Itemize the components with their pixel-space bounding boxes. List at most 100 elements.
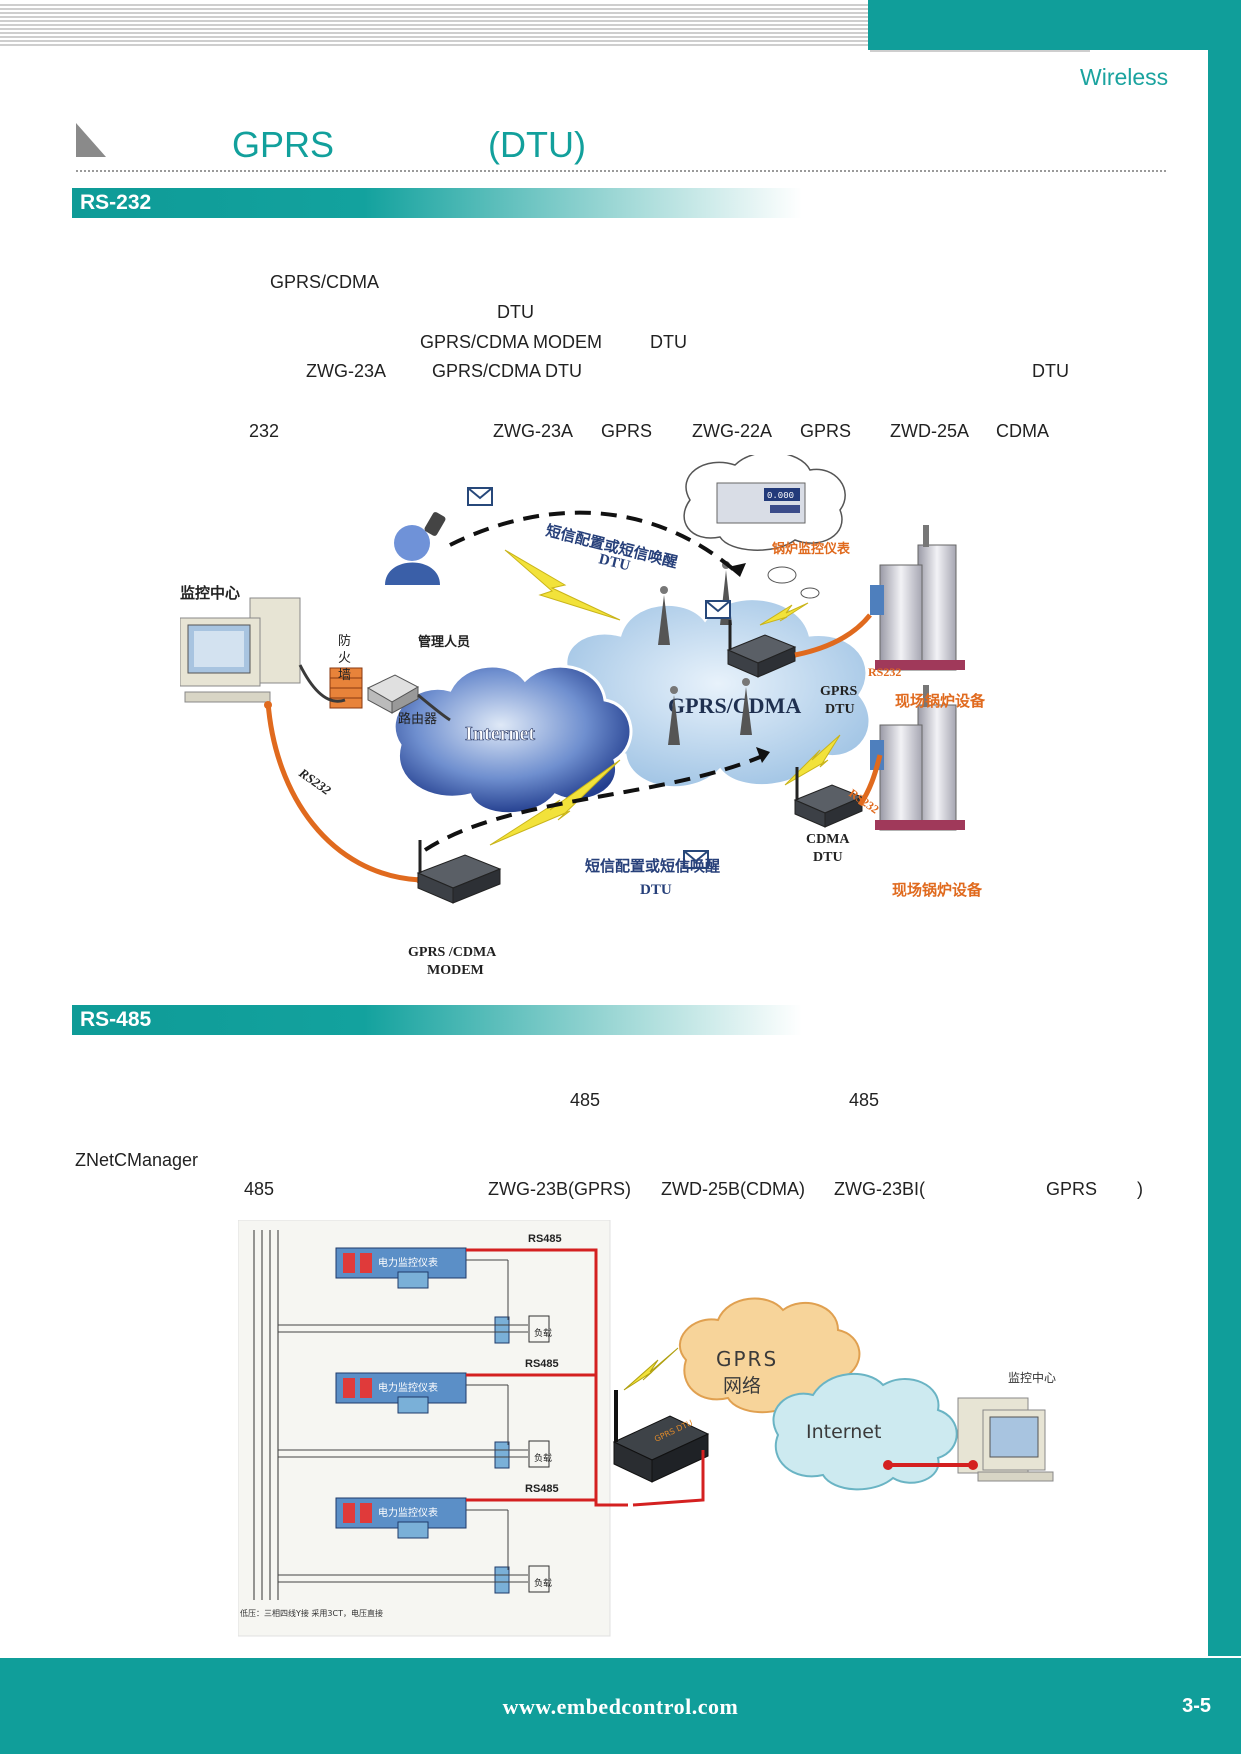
text-fragment: 485 [849, 1090, 880, 1110]
rs232-cable [794, 613, 872, 658]
cloud-label: GPRS/CDMA [668, 693, 801, 718]
text-fragment: DTU [497, 302, 534, 322]
section-heading-text: RS-232 [80, 191, 152, 214]
rs232-label: RS232 [295, 765, 334, 798]
text-fragment: GPRS/CDMA [270, 272, 380, 292]
text-fragment: ZWG-23BI( [834, 1179, 926, 1199]
rs485-label: RS485 [528, 1233, 562, 1245]
lan-cable [417, 693, 451, 722]
text-fragment: ZWG-23A [493, 421, 574, 441]
title-divider [76, 170, 1166, 172]
internet-cloud: Internet [392, 664, 633, 816]
text-fragment: DTU [650, 332, 687, 352]
cdma-dtu-label-2: DTU [813, 850, 843, 865]
gprs-dtu-device-icon: GPRS DTU [612, 1390, 710, 1483]
gprs-dtu-label-1: GPRS [820, 684, 858, 699]
title-marker-icon [76, 123, 106, 157]
modem-label-1: GPRS /CDMA [408, 945, 497, 960]
modem-label-2: MODEM [427, 963, 484, 978]
boiler-label: 现场锅炉设备 [895, 692, 986, 710]
page-title-part1: GPRS [232, 124, 335, 165]
right-side-bar [1208, 50, 1241, 1656]
page-title-part2: (DTU) [488, 124, 586, 165]
header-teal-block [868, 0, 1241, 50]
meter-label: 电力监控仪表 [378, 1256, 438, 1269]
section-heading-rs485: RS-485 [72, 1005, 802, 1035]
lightning-icon [623, 1347, 679, 1391]
page-number: 3-5 [1182, 1695, 1211, 1717]
text-fragment: ZWG-23A [306, 361, 387, 381]
computer-icon [180, 597, 301, 703]
rs485-bus [466, 1248, 628, 1507]
admin-person-icon [385, 512, 446, 585]
gprs-cdma-cloud: GPRS/CDMA [564, 597, 872, 790]
wiring-footnote: 低压：三相四线Y接 采用3CT，电压直接 [240, 1608, 383, 1618]
sms-path-top [449, 510, 742, 577]
monitor-center-label: 监控中心 [1008, 1370, 1056, 1385]
rs485-label: RS485 [525, 1483, 559, 1495]
text-fragment: GPRS [601, 421, 653, 441]
text-fragment: CDMA [996, 421, 1049, 441]
text-fragment: DTU [1032, 361, 1069, 381]
text-fragment: 485 [244, 1179, 275, 1199]
modem-device-icon [416, 840, 502, 904]
load-label: 负载 [534, 1452, 552, 1464]
monitor-center-label: 监控中心 [180, 584, 240, 602]
meter-label: 电力监控仪表 [378, 1381, 438, 1394]
cdma-dtu-device-icon [793, 767, 864, 828]
sms-label-bottom-dtu: DTU [640, 882, 672, 898]
text-fragment: ZWD-25B(CDMA) [661, 1179, 805, 1199]
load-label: 负载 [534, 1327, 552, 1339]
rs485-network-diagram: 电力监控仪表 负载 电力监控仪表 负载 电力监控仪表 负载 [238, 1220, 1056, 1637]
gprs-dtu-device-icon [726, 620, 797, 678]
lightning-icon [489, 549, 841, 846]
thought-cloud: 0.000 [683, 455, 846, 599]
lan-cable [298, 664, 346, 703]
sms-label-bottom: 短信配置或短信唤醒 [585, 857, 720, 875]
text-fragment: ) [1137, 1179, 1143, 1199]
section-heading-text: RS-485 [80, 1008, 152, 1031]
computer-icon [957, 1397, 1054, 1482]
text-fragment: GPRS/CDMA DTU [432, 361, 583, 381]
gprs-network-cloud: GPRS 网络 [679, 1297, 861, 1414]
power-meter-block: 电力监控仪表 负载 [335, 1247, 552, 1344]
admin-label: 管理人员 [418, 634, 470, 649]
rs485-bus [632, 1450, 705, 1507]
boiler-equipment-icon [870, 525, 965, 671]
cdma-dtu-label-1: CDMA [806, 832, 850, 847]
header-stripes [0, 4, 870, 46]
power-meter-block: 电力监控仪表 负载 [335, 1372, 552, 1469]
meter-label: 电力监控仪表 [378, 1506, 438, 1519]
router-icon [366, 674, 420, 714]
text-fragment: GPRS [800, 421, 852, 441]
footer-bar: www.embedcontrol.com 3-5 [0, 1658, 1241, 1754]
internet-label: Internet [806, 1421, 881, 1443]
section-heading-rs232: RS-232 [72, 188, 802, 218]
text-fragment: 232 [249, 421, 280, 441]
sms-path-bottom [423, 753, 766, 852]
internet-cloud: Internet [772, 1372, 958, 1491]
router-label: 路由器 [398, 711, 437, 726]
load-label: 负载 [534, 1577, 552, 1589]
internet-label: Internet [465, 723, 535, 745]
gprs-label: GPRS [716, 1347, 778, 1371]
power-meter-block: 电力监控仪表 负载 [335, 1497, 552, 1594]
network-label: 网络 [723, 1375, 761, 1397]
text-fragment: ZWD-25A [890, 421, 970, 441]
text-fragment: 485 [570, 1090, 601, 1110]
sms-label-top-dtu: DTU [597, 551, 632, 574]
gprs-dtu-label-2: DTU [825, 702, 855, 717]
text-fragment: ZNetCManager [75, 1150, 199, 1170]
header-rule [870, 50, 1090, 52]
text-fragment: ZWG-23B(GPRS) [488, 1179, 632, 1199]
text-fragment: GPRS/CDMA MODEM [420, 332, 603, 352]
rs232-cable [265, 701, 421, 883]
boiler-label: 现场锅炉设备 [892, 881, 983, 899]
rs232-label: RS232 [868, 665, 901, 679]
text-fragment: GPRS [1046, 1179, 1098, 1199]
meter-reading: 0.000 [767, 491, 794, 501]
boiler-equipment-icon [870, 685, 965, 831]
footer-url: www.embedcontrol.com [502, 1694, 739, 1719]
rs232-network-diagram: GPRS/CDMA Internet 短信配置或短信唤醒 DTU 短信配置或短信… [180, 455, 986, 978]
boiler-meter-label: 锅炉监控仪表 [772, 541, 851, 556]
